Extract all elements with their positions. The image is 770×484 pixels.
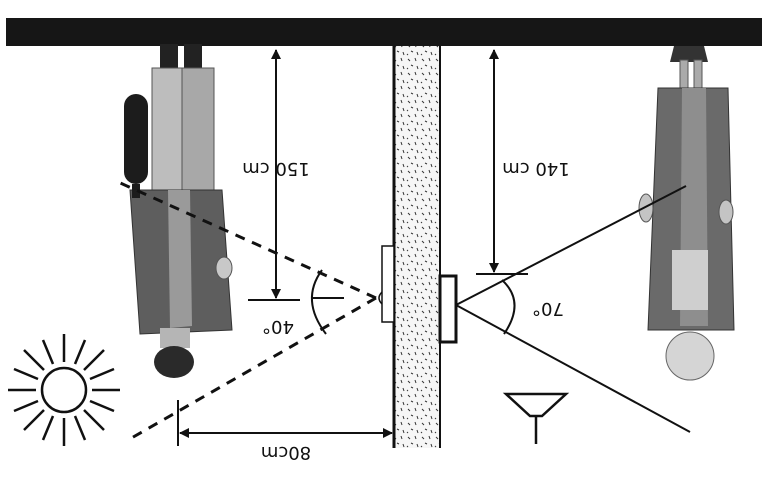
right-person-figure xyxy=(638,46,735,381)
lamp-icon xyxy=(502,392,570,444)
right-device xyxy=(438,274,458,344)
right-view-cone xyxy=(455,185,691,433)
left-height-label: 150 cm xyxy=(242,158,310,179)
right-height-label: 140 cm xyxy=(502,158,570,179)
distance-label: 80cm xyxy=(261,442,311,463)
right-angle-label: 70° xyxy=(532,298,564,319)
left-height-dimension xyxy=(248,49,300,301)
sun-icon xyxy=(8,334,120,446)
right-height-dimension xyxy=(476,49,528,275)
left-device xyxy=(378,245,395,323)
left-person-figure xyxy=(129,44,233,378)
left-angle-label: 40° xyxy=(262,316,294,337)
ceiling-bar xyxy=(6,18,762,46)
distance-dimension xyxy=(177,400,393,446)
left-view-cone xyxy=(117,180,377,442)
microphone-icon xyxy=(124,94,148,198)
wall xyxy=(392,46,441,448)
